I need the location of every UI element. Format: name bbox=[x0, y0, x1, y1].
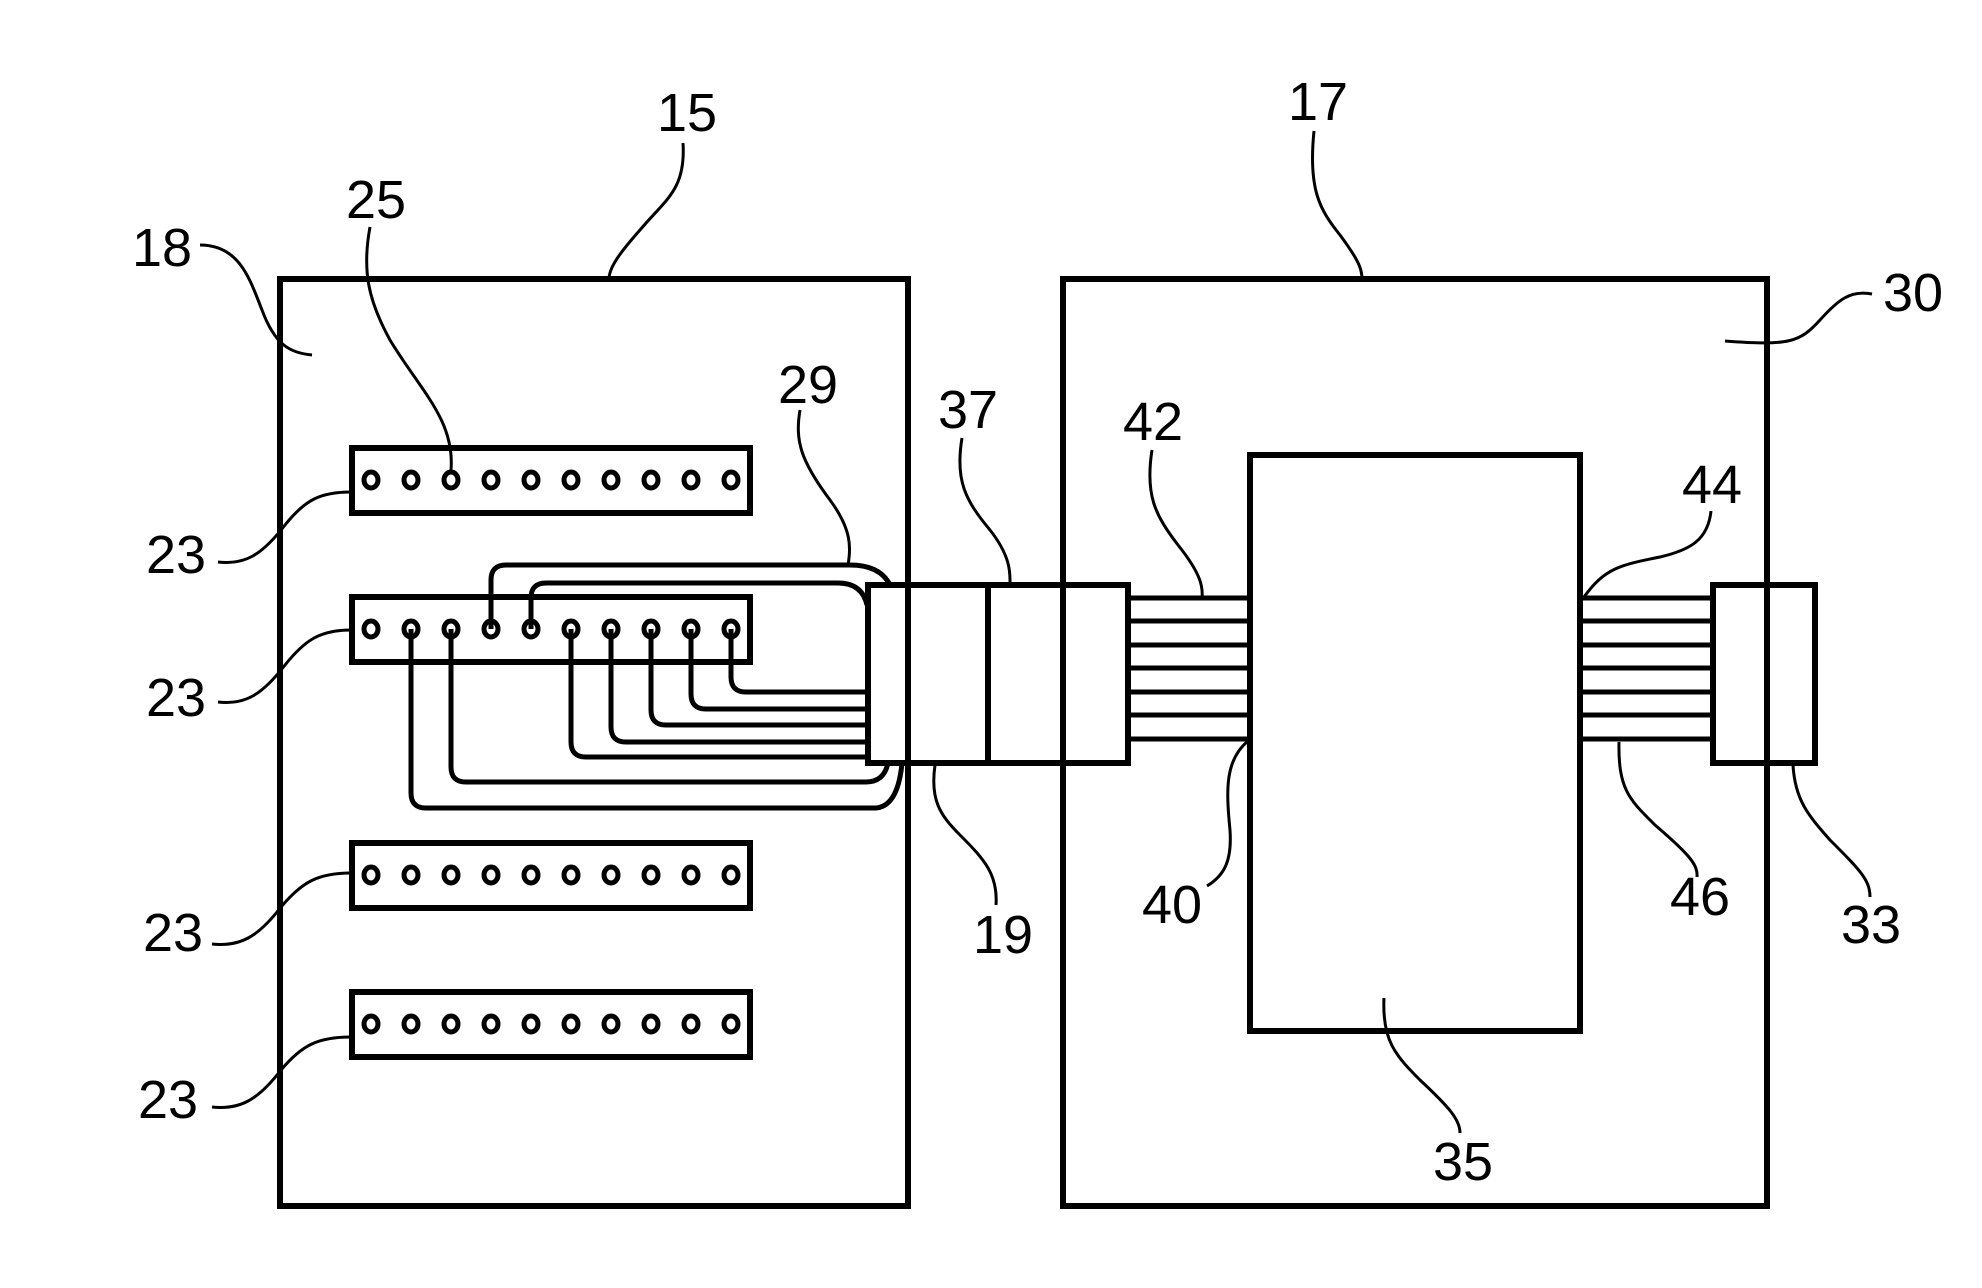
label-40: 40 bbox=[1142, 875, 1202, 935]
terminal-hole bbox=[561, 864, 581, 886]
leader-33 bbox=[1791, 764, 1872, 898]
terminal-hole bbox=[521, 469, 541, 491]
terminal-hole bbox=[441, 1013, 461, 1035]
leader-23c bbox=[211, 871, 352, 947]
label-42: 42 bbox=[1123, 392, 1183, 452]
terminal-hole bbox=[401, 864, 421, 886]
label-23-d: 23 bbox=[138, 1070, 198, 1130]
terminal-hole bbox=[361, 864, 381, 886]
label-23-a: 23 bbox=[146, 525, 206, 585]
terminal-hole bbox=[641, 864, 661, 886]
terminal-strip-body bbox=[349, 445, 753, 516]
terminal-hole bbox=[721, 864, 741, 886]
terminal-hole bbox=[481, 469, 501, 491]
bus-wires-in bbox=[1128, 595, 1250, 742]
terminal-hole bbox=[401, 469, 421, 491]
connector-19-37 bbox=[865, 582, 1131, 766]
leader-15 bbox=[607, 142, 685, 280]
label-18: 18 bbox=[132, 218, 192, 278]
jumper-wire-3 bbox=[448, 629, 891, 785]
terminal-hole bbox=[601, 1013, 621, 1035]
terminal-hole bbox=[481, 864, 501, 886]
label-30: 30 bbox=[1883, 263, 1943, 323]
jumper-wire-6 bbox=[568, 629, 868, 760]
terminal-hole bbox=[361, 618, 381, 640]
terminal-hole bbox=[681, 469, 701, 491]
leader-23a bbox=[217, 490, 352, 565]
leader-23b bbox=[217, 628, 352, 705]
label-35: 35 bbox=[1433, 1132, 1493, 1192]
terminal-strip-body bbox=[349, 840, 753, 911]
jumper-wire-7 bbox=[608, 629, 868, 745]
leader-44 bbox=[1582, 510, 1713, 598]
terminal-hole bbox=[721, 1013, 741, 1035]
label-46: 46 bbox=[1670, 867, 1730, 927]
leader-42 bbox=[1148, 449, 1204, 599]
jumper-wires bbox=[408, 562, 905, 811]
terminal-strips bbox=[349, 445, 753, 1060]
terminal-strip bbox=[349, 989, 753, 1060]
output-connector bbox=[1710, 582, 1818, 766]
terminal-hole bbox=[641, 469, 661, 491]
leader-29 bbox=[796, 409, 852, 566]
terminal-hole bbox=[521, 1013, 541, 1035]
terminal-hole bbox=[681, 864, 701, 886]
terminal-hole bbox=[601, 864, 621, 886]
terminal-strip-body bbox=[349, 989, 753, 1060]
terminal-hole bbox=[481, 1013, 501, 1035]
label-37: 37 bbox=[938, 380, 998, 440]
terminal-hole bbox=[561, 1013, 581, 1035]
label-15: 15 bbox=[657, 83, 717, 143]
terminal-hole bbox=[441, 864, 461, 886]
leader-30 bbox=[1724, 291, 1873, 345]
jumper-wire-9 bbox=[688, 629, 868, 712]
label-19: 19 bbox=[973, 905, 1033, 965]
jumper-wire-2 bbox=[408, 629, 905, 811]
left-enclosure bbox=[277, 276, 911, 1209]
leader-17 bbox=[1310, 130, 1364, 280]
label-33: 33 bbox=[1841, 895, 1901, 955]
terminal-hole bbox=[361, 469, 381, 491]
leader-19 bbox=[932, 764, 998, 906]
label-25: 25 bbox=[346, 170, 406, 230]
terminal-hole bbox=[681, 1013, 701, 1035]
leader-35 bbox=[1382, 997, 1462, 1134]
processor-block bbox=[1247, 452, 1583, 1034]
label-23-c: 23 bbox=[143, 903, 203, 963]
bus-wires-out bbox=[1580, 595, 1713, 742]
leader-37 bbox=[958, 437, 1012, 586]
terminal-hole bbox=[361, 1013, 381, 1035]
leader-25 bbox=[365, 226, 453, 471]
terminal-strip-body bbox=[349, 594, 753, 665]
terminal-hole bbox=[441, 469, 461, 491]
label-17: 17 bbox=[1288, 72, 1348, 132]
leader-18 bbox=[199, 243, 313, 357]
terminal-strip bbox=[349, 840, 753, 911]
jumper-wire-8 bbox=[648, 629, 868, 728]
label-44: 44 bbox=[1682, 455, 1742, 515]
leader-46 bbox=[1617, 741, 1699, 878]
leader-23d bbox=[211, 1035, 352, 1110]
terminal-hole bbox=[601, 469, 621, 491]
terminal-hole bbox=[721, 469, 741, 491]
leader-40 bbox=[1206, 739, 1249, 888]
jumper-wire-10 bbox=[728, 629, 868, 695]
terminal-hole bbox=[641, 1013, 661, 1035]
terminal-hole bbox=[401, 1013, 421, 1035]
terminal-hole bbox=[521, 864, 541, 886]
jumper-wire-top-1 bbox=[488, 562, 893, 629]
label-23-b: 23 bbox=[146, 668, 206, 728]
terminal-hole bbox=[561, 469, 581, 491]
label-29: 29 bbox=[778, 355, 838, 415]
terminal-strip bbox=[349, 445, 753, 516]
right-enclosure bbox=[1060, 276, 1770, 1209]
jumper-wire-top-2 bbox=[528, 580, 870, 629]
leader-lines bbox=[199, 130, 1873, 1134]
